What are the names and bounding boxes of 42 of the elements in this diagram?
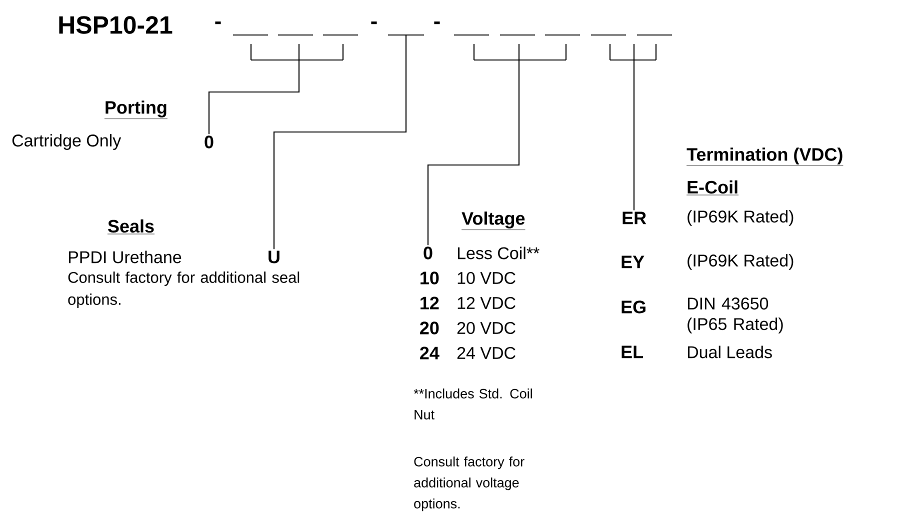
option-label: Dual Leads (688, 346, 772, 358)
option-label: Less Coil** (458, 246, 540, 260)
section-heading: Seals (107, 219, 155, 234)
bracket (250, 44, 344, 61)
note: Consult factory for additional voltage options. (414, 456, 524, 512)
option-code: 0 (204, 136, 214, 148)
option-label: DIN 43650 (IP65 Rated) (688, 298, 783, 334)
leader-line (427, 60, 520, 246)
option-code: EL (622, 346, 643, 358)
section-heading: Porting (104, 100, 168, 120)
option-label: 10 VDC (458, 272, 516, 284)
bracket (473, 44, 567, 61)
option-label: Cartridge Only (12, 134, 122, 150)
section-heading: Voltage (461, 212, 526, 230)
option-code: EG (622, 300, 646, 314)
option-label: PPDI Urethane (68, 250, 182, 264)
option-code: 20 (420, 322, 439, 334)
option-code: 12 (420, 296, 439, 310)
option-label: 20 VDC (457, 322, 516, 334)
option-label: (IP69K Rated) (688, 254, 794, 270)
bracket (609, 44, 657, 61)
option-label: 12 VDC (458, 296, 516, 310)
note: Consult factory for additional seal options. (68, 272, 300, 308)
option-code: EY (622, 256, 644, 268)
section-heading: E-Coil (686, 180, 739, 196)
option-label: (IP69K Rated) (688, 210, 794, 226)
option-code: U (268, 250, 280, 264)
option-label: 24 VDC (457, 346, 516, 360)
leader-line (208, 60, 300, 134)
separator-dash: - (215, 22, 221, 24)
option-code: 10 (420, 272, 439, 284)
leader-line (633, 60, 635, 210)
separator-dash: - (371, 22, 377, 24)
blank-line (388, 34, 424, 36)
section-heading: Termination (VDC) (686, 148, 844, 166)
part-number: HSP10-21 (59, 16, 172, 34)
footnote: **Includes Std. Coil Nut (414, 388, 532, 420)
leader-line (273, 36, 407, 250)
option-code: 24 (420, 346, 440, 360)
option-code: ER (622, 212, 646, 224)
separator-dash: - (434, 22, 440, 24)
option-code: 0 (424, 246, 432, 260)
